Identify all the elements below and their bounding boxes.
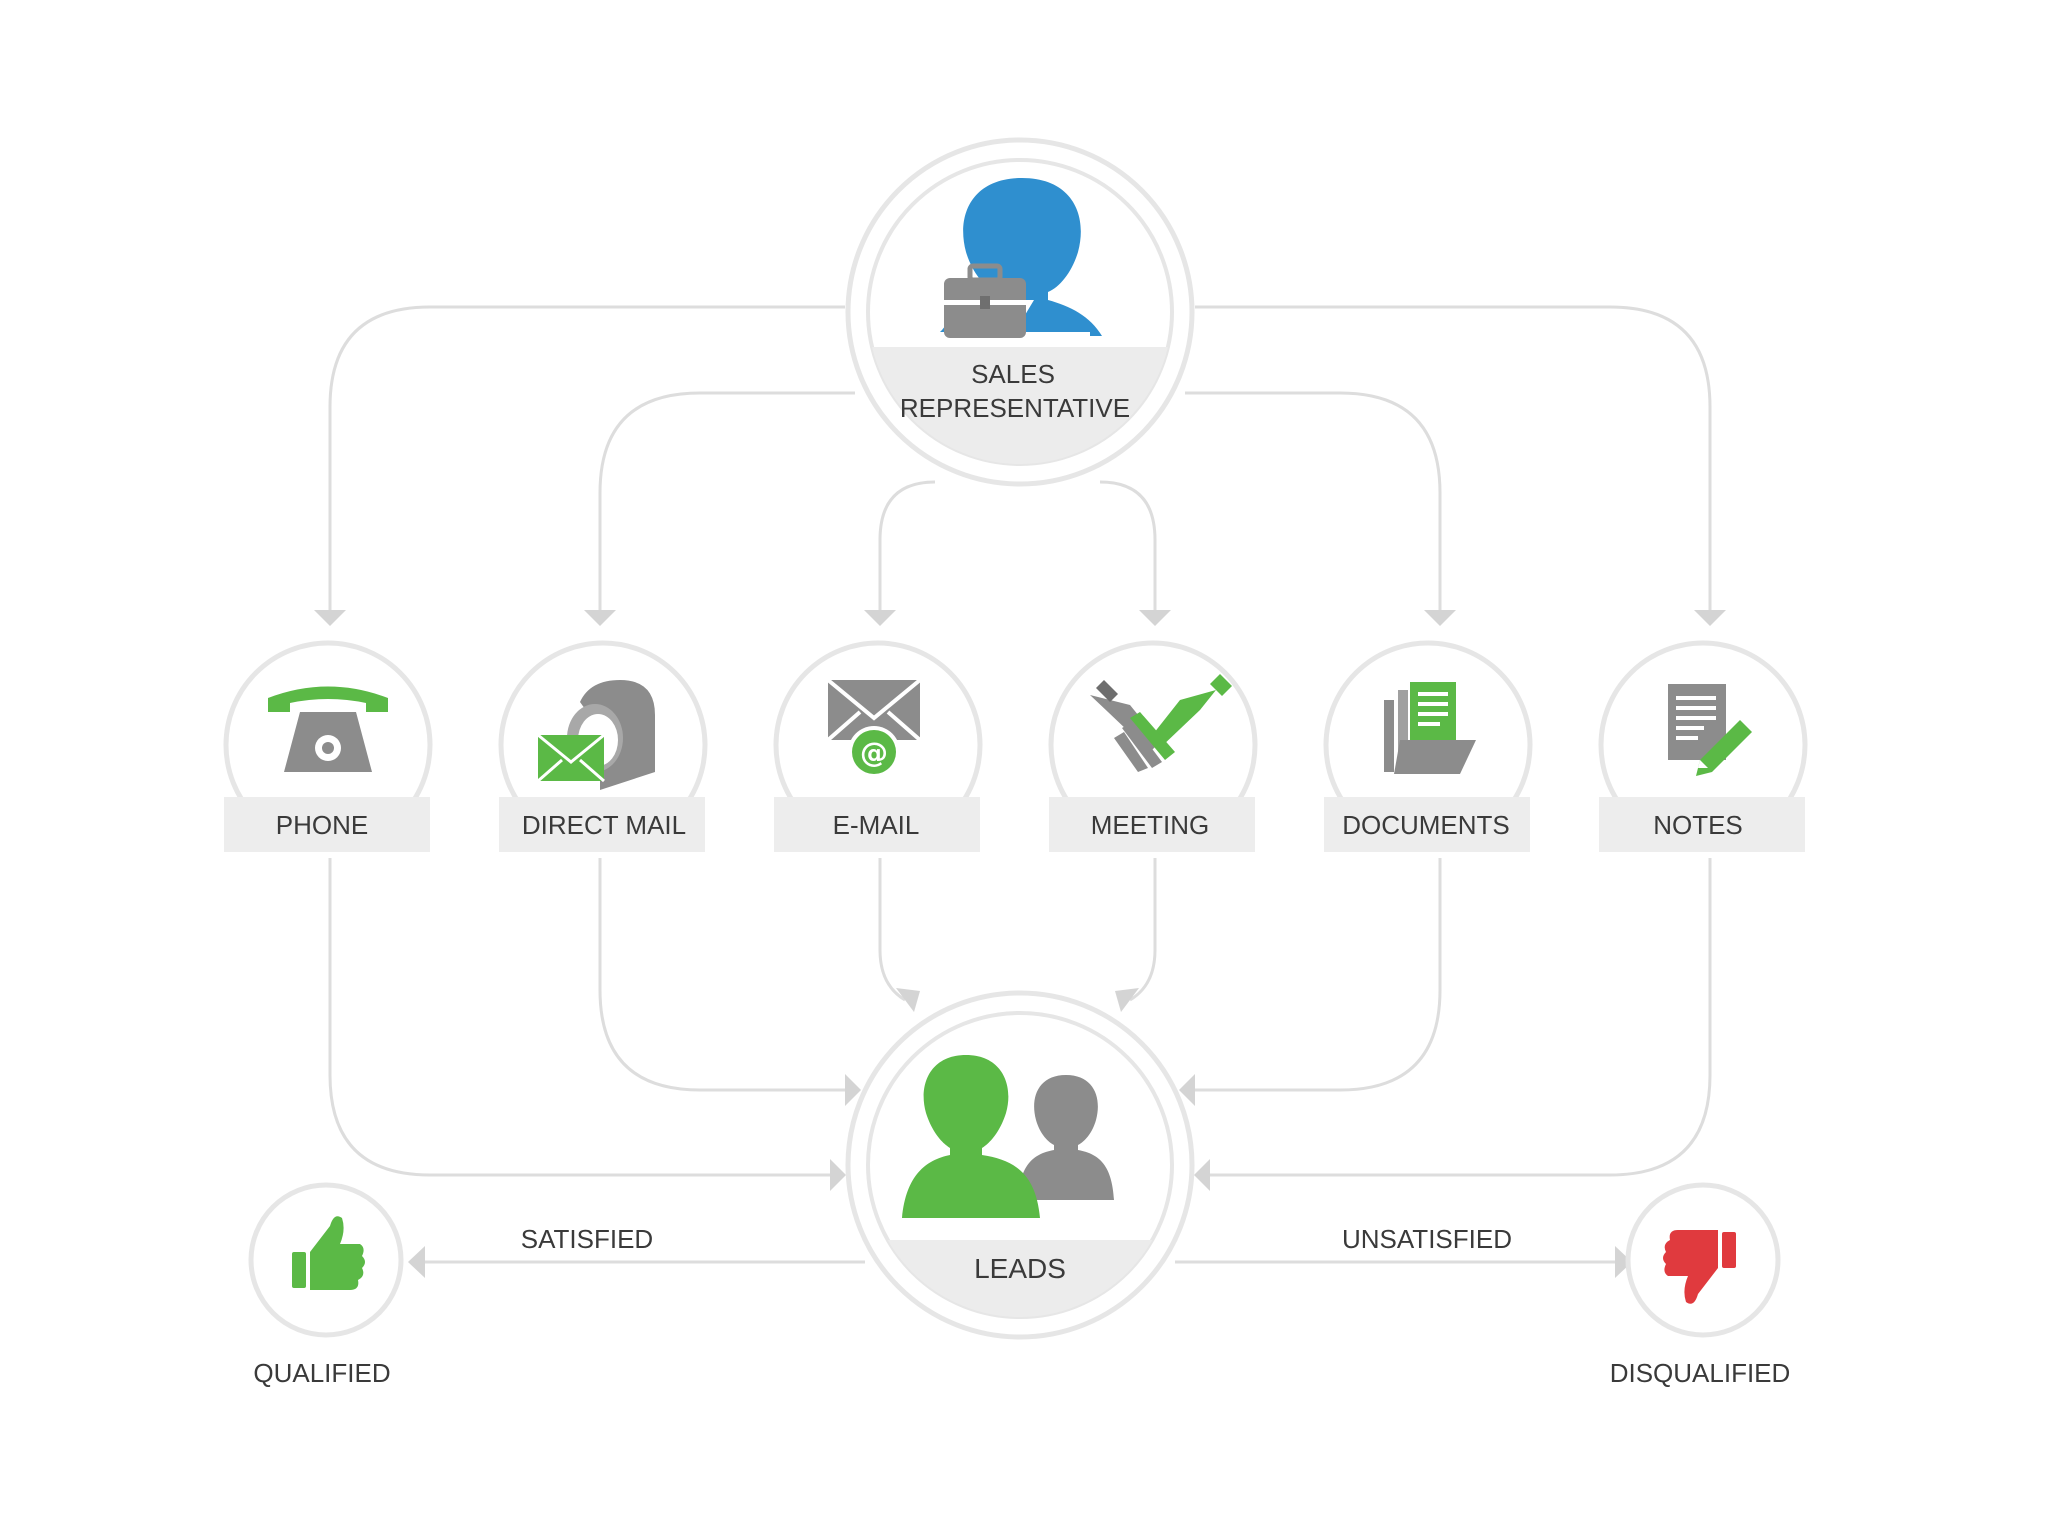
channel-email: @ E-MAIL <box>773 640 983 852</box>
leads-label: LEADS <box>974 1253 1066 1284</box>
channel-meeting: MEETING <box>1048 640 1258 852</box>
sales-rep-label-line1: SALES <box>971 359 1055 389</box>
notes-pencil-icon <box>1668 684 1752 776</box>
handshake-icon <box>1090 674 1232 772</box>
email-icon: @ <box>826 678 922 778</box>
disqualified-label: DISQUALIFIED <box>1610 1358 1791 1388</box>
sales-rep-label-line2: REPRESENTATIVE <box>900 393 1130 423</box>
documents-folder-icon <box>1384 682 1476 774</box>
leads-group-icon <box>902 1055 1114 1218</box>
mailbox-icon <box>537 680 655 790</box>
thumbs-up-icon <box>292 1216 365 1290</box>
channel-label-email: E-MAIL <box>833 810 920 840</box>
channel-documents: DOCUMENTS <box>1323 640 1533 852</box>
channel-label-phone: PHONE <box>276 810 368 840</box>
satisfied-label: SATISFIED <box>521 1224 653 1254</box>
connectors-outcomes <box>408 1246 1632 1278</box>
channel-label-documents: DOCUMENTS <box>1342 810 1510 840</box>
qualified-node: QUALIFIED <box>248 1182 404 1388</box>
leads-node: LEADS <box>845 990 1195 1340</box>
channel-label-direct-mail: DIRECT MAIL <box>522 810 686 840</box>
qualified-label: QUALIFIED <box>253 1358 390 1388</box>
sales-representative-node: SALES REPRESENTATIVE <box>845 137 1195 487</box>
connectors-bottom <box>328 858 1712 1191</box>
channel-label-meeting: MEETING <box>1091 810 1209 840</box>
disqualified-node: DISQUALIFIED <box>1610 1182 1791 1388</box>
thumbs-down-icon <box>1663 1230 1736 1304</box>
channel-notes: NOTES <box>1598 640 1808 852</box>
phone-icon <box>268 686 388 772</box>
channel-direct-mail: DIRECT MAIL <box>498 640 708 852</box>
svg-text:@: @ <box>860 736 888 769</box>
connectors-top <box>314 305 1726 626</box>
unsatisfied-label: UNSATISFIED <box>1342 1224 1512 1254</box>
salesperson-briefcase-icon <box>940 178 1102 338</box>
channel-label-notes: NOTES <box>1653 810 1743 840</box>
channel-phone: PHONE <box>223 640 433 852</box>
